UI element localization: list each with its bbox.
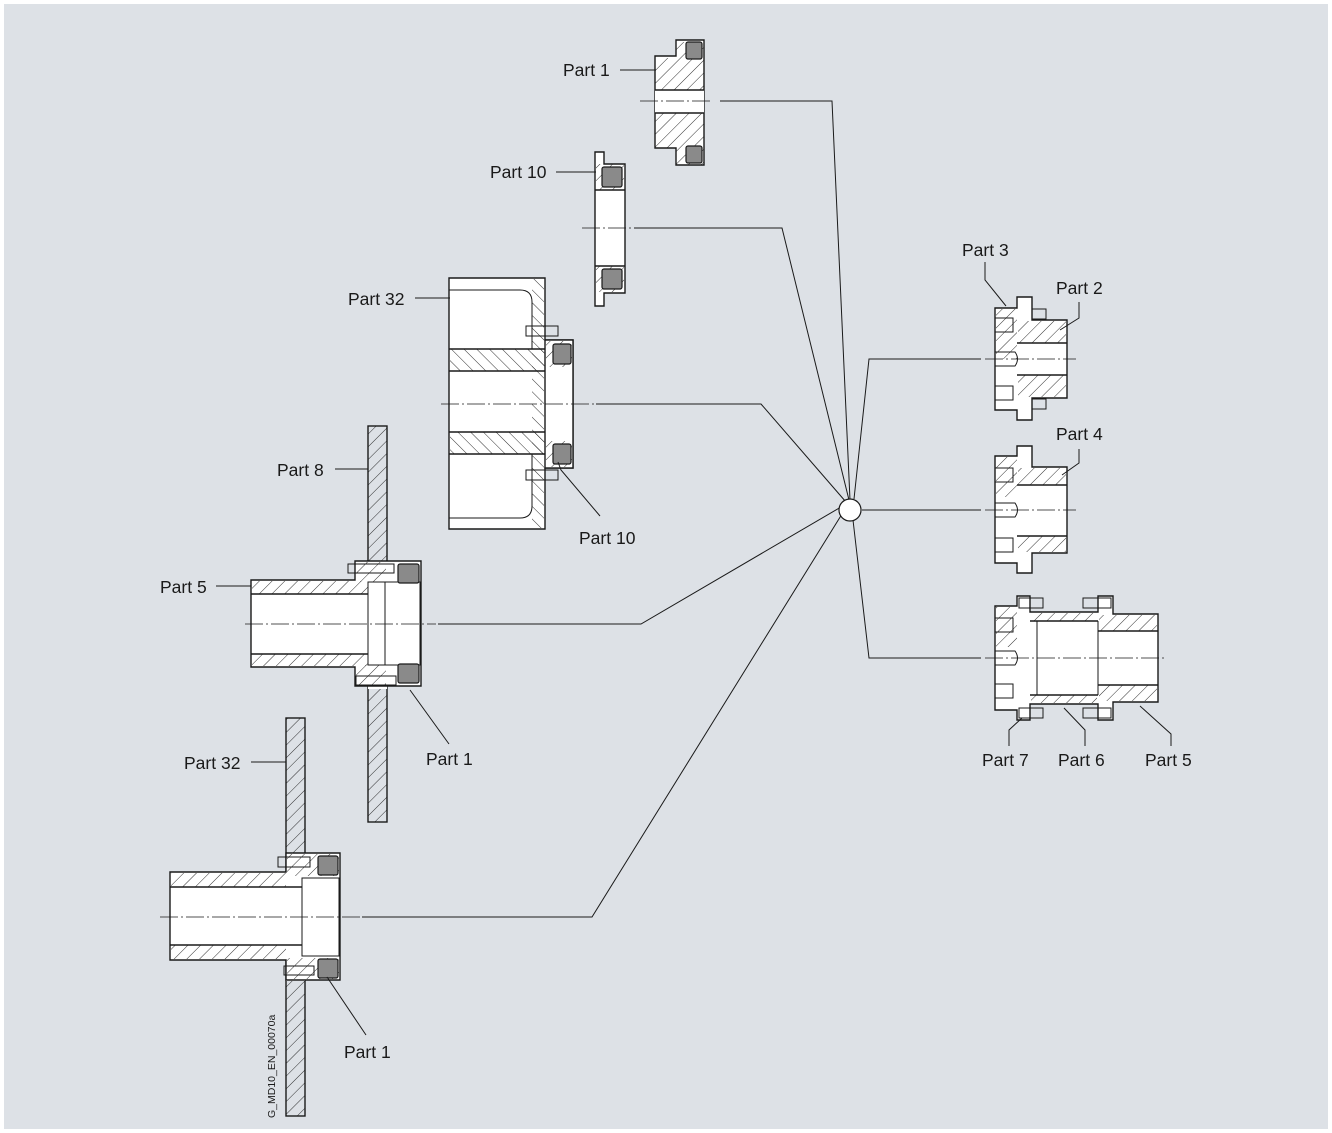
label-part4: Part 4: [1056, 424, 1103, 444]
part3-part2-component: [985, 296, 1076, 421]
part4-component: [985, 445, 1076, 574]
label-part2: Part 2: [1056, 278, 1103, 298]
part32-lower-component: [160, 717, 360, 1117]
label-part1-bottom: Part 1: [344, 1042, 391, 1062]
part32-upper-component: [441, 277, 594, 530]
label-part3: Part 3: [962, 240, 1009, 260]
connector-lines: [362, 100, 981, 918]
leader-lines: [216, 69, 1172, 1036]
label-part10-lower: Part 10: [579, 528, 636, 548]
part8-part5-component: [245, 425, 436, 823]
label-part5-right: Part 5: [1145, 750, 1192, 770]
label-part6: Part 6: [1058, 750, 1105, 770]
label-part7: Part 7: [982, 750, 1029, 770]
label-part32-lower: Part 32: [184, 753, 240, 773]
label-part32-upper: Part 32: [348, 289, 404, 309]
label-part1-mid: Part 1: [426, 749, 473, 769]
label-part8: Part 8: [277, 460, 324, 480]
label-part1-top: Part 1: [563, 60, 610, 80]
part10-top-component: [582, 151, 632, 307]
part1-top-component: [640, 39, 712, 166]
label-part10-top: Part 10: [490, 162, 547, 182]
label-part5-left: Part 5: [160, 577, 207, 597]
hub-node: [838, 498, 862, 522]
drawing-code: G_MD10_EN_00070a: [266, 1015, 278, 1118]
part5-part6-part7-component: [985, 595, 1165, 721]
